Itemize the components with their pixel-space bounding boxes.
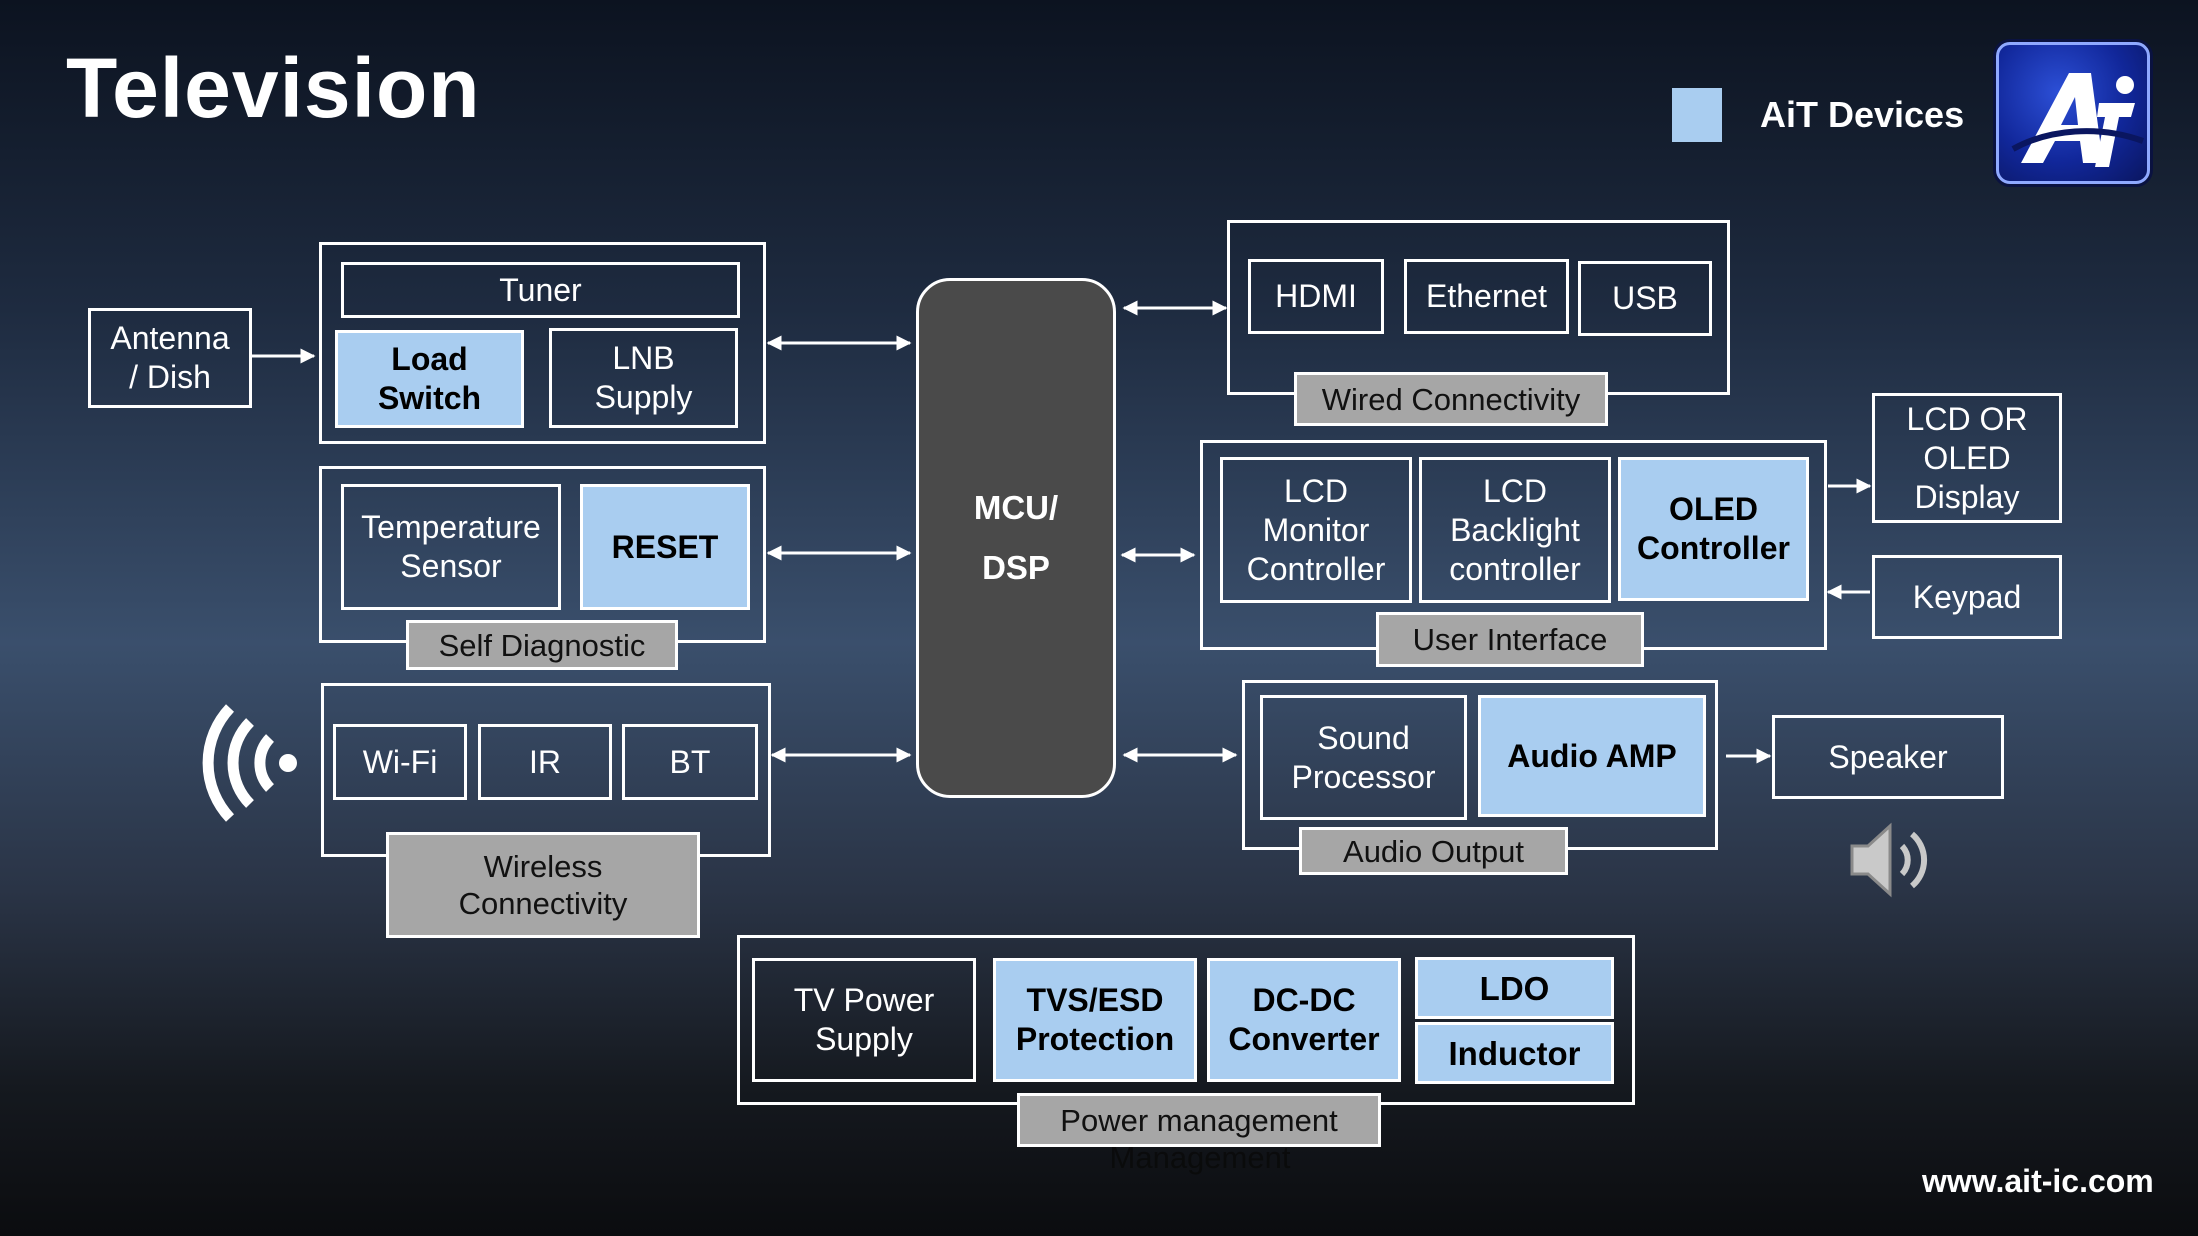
audio-output-label: Audio Output: [1299, 827, 1568, 875]
keypad-box: Keypad: [1872, 555, 2062, 639]
wifi-box: Wi-Fi: [333, 724, 467, 800]
lnb-supply-box: LNB Supply: [549, 328, 738, 428]
power-management-label: Power management: [1017, 1093, 1381, 1147]
antenna-dish-box: Antenna / Dish: [88, 308, 252, 408]
usb-box: USB: [1578, 261, 1712, 336]
ait-logo-glyph: [2011, 73, 2145, 167]
oled-controller-box: OLED Controller: [1618, 457, 1809, 601]
power-management-ghost-text: Management: [1109, 1140, 1291, 1175]
ir-box: IR: [478, 724, 612, 800]
speaker-icon: [1850, 822, 1928, 898]
wireless-signal-icon: [202, 704, 297, 822]
hdmi-box: HDMI: [1248, 259, 1384, 334]
mcu-dsp-block: MCU/ DSP: [916, 278, 1116, 798]
sound-processor-box: Sound Processor: [1260, 695, 1467, 820]
reset-box: RESET: [580, 484, 750, 610]
dcdc-converter-box: DC-DC Converter: [1207, 958, 1401, 1082]
legend-swatch: [1672, 88, 1722, 142]
tvs-esd-protection-box: TVS/ESD Protection: [993, 958, 1197, 1082]
audio-amp-box: Audio AMP: [1478, 695, 1706, 817]
ait-logo-icon: [1996, 42, 2150, 184]
self-diagnostic-label: Self Diagnostic: [406, 620, 678, 670]
tuner-group: [319, 242, 766, 444]
wireless-connectivity-label: Wireless Connectivity: [386, 832, 700, 938]
wired-connectivity-label: Wired Connectivity: [1294, 372, 1608, 426]
lcd-oled-display-box: LCD OR OLED Display: [1872, 393, 2062, 523]
tv-power-supply-box: TV Power Supply: [752, 958, 976, 1082]
load-switch-box: Load Switch: [335, 330, 524, 428]
lcd-monitor-controller-box: LCD Monitor Controller: [1220, 457, 1412, 603]
lcd-backlight-controller-box: LCD Backlight controller: [1419, 457, 1611, 603]
temperature-sensor-box: Temperature Sensor: [341, 484, 561, 610]
website-url: www.ait-ic.com: [1922, 1163, 2154, 1199]
ethernet-box: Ethernet: [1404, 259, 1569, 334]
legend-label: AiT Devices: [1760, 94, 1965, 135]
speaker-box: Speaker: [1772, 715, 2004, 799]
bt-box: BT: [622, 724, 758, 800]
inductor-box: Inductor: [1415, 1022, 1614, 1084]
tuner-box: Tuner: [341, 262, 740, 318]
page-title: Television: [66, 41, 481, 135]
user-interface-label: User Interface: [1376, 612, 1644, 667]
ldo-box: LDO: [1415, 957, 1614, 1019]
